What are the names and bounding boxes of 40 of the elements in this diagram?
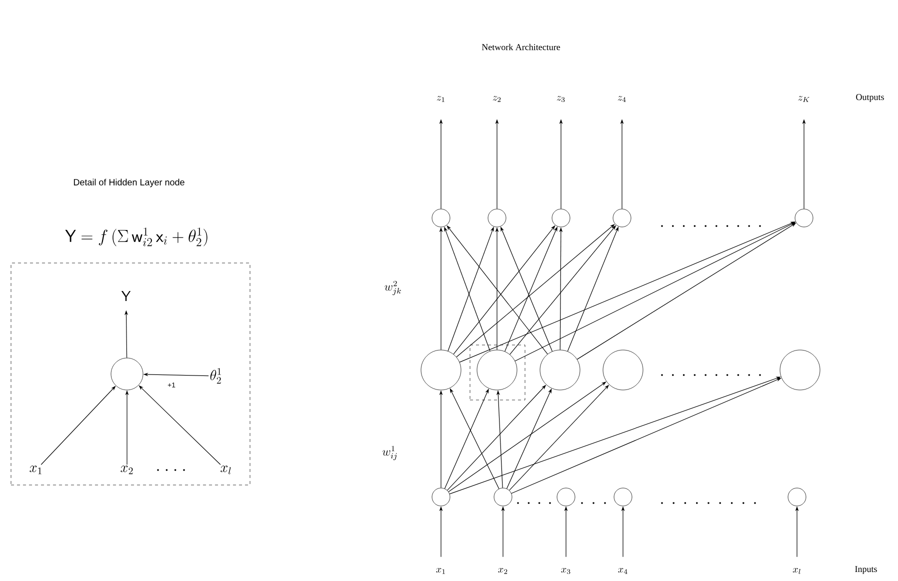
heading: Network Architecture (482, 44, 560, 50)
neuron-circle (614, 488, 632, 506)
variable-label: $z_{2}$ (492, 96, 501, 102)
variable-label: $x_{l}$ (792, 568, 800, 574)
variable-label: $z_{K}$ (798, 96, 810, 102)
neuron-circle (488, 208, 506, 228)
variable-label: $z_{1}$ (436, 96, 444, 102)
neuron-circle (780, 350, 820, 390)
layer-label: Inputs (855, 566, 877, 574)
neuron-circle (494, 488, 512, 506)
neuron-circle (794, 208, 814, 228)
neuron-circle (612, 208, 632, 228)
neuron-circle (476, 350, 518, 390)
layer-label: Outputs (856, 94, 884, 102)
variable-label: $x_{4}$ (618, 568, 628, 574)
neuron-circle (540, 350, 580, 390)
variable-label: $x_{1}$ (436, 568, 445, 574)
weight-label: $w^{2}_{jk}$ (384, 280, 401, 296)
neuron-circle (602, 350, 644, 390)
variable-label: $z_{3}$ (556, 96, 565, 102)
neuron-circle (432, 208, 450, 228)
variable-label: $x_{2}$ (498, 568, 508, 574)
variable-label: $\theta^{1}_{2}$ (210, 368, 221, 384)
dashed-frame (470, 344, 526, 400)
variable-label: $\mathsf{Y}$ (121, 291, 131, 301)
variable-label: $x_{3}$ (561, 568, 570, 574)
neuron-circle (788, 488, 806, 506)
heading: Detail of Hidden Layer node (74, 178, 184, 188)
neuron-circle (420, 350, 462, 390)
neuron-circle (552, 208, 570, 228)
variable-label: $x_{1}$ (30, 466, 42, 474)
dashed-frame (10, 262, 250, 486)
neuron-circle (432, 488, 450, 506)
neuron-circle (556, 488, 576, 506)
neuron-circle (110, 358, 144, 390)
variable-label: $x_{2}$ (120, 466, 133, 474)
formula: $\mathsf{Y} = f\,(\Sigma\, \mathsf{w}^{1}_{i2}\, \mathsf{x}_{i} + \theta^{1}_{2})$ (65, 228, 208, 246)
variable-label: $x_{l}$ (220, 466, 231, 474)
variable-label: $z_{4}$ (618, 96, 626, 102)
weight-label: $w^{1}_{ij}$ (382, 446, 397, 460)
